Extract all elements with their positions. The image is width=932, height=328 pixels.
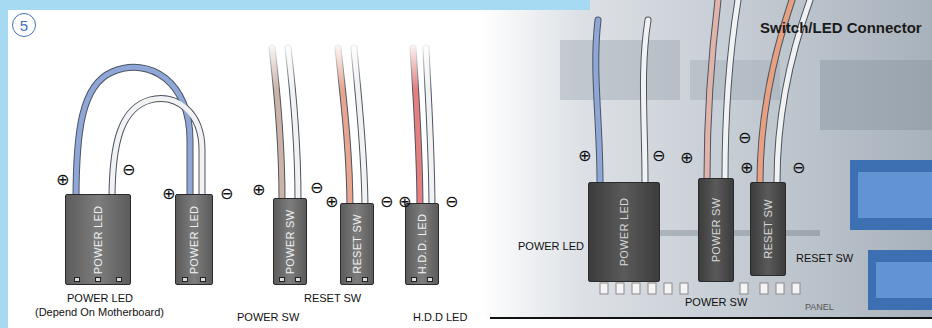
silkscreen-text: PANEL xyxy=(805,302,834,312)
pin-hole xyxy=(427,277,433,282)
part-label: POWER LED xyxy=(518,240,584,253)
pin-hole xyxy=(346,277,352,282)
polarity-symbol: ⊕ xyxy=(398,194,411,210)
polarity-symbol: ⊕ xyxy=(252,182,265,198)
part-label: H.D.D LED xyxy=(413,311,467,324)
board-photo xyxy=(480,0,932,318)
polarity-symbol: ⊖ xyxy=(122,162,135,178)
housing-label: POWER LED xyxy=(188,205,201,274)
baseline xyxy=(490,317,932,319)
part-label: POWER SW xyxy=(685,296,747,309)
pin-hole xyxy=(200,277,206,282)
step-circle: 5 xyxy=(12,13,36,37)
polarity-symbol: ⊖ xyxy=(792,160,805,176)
housing-label: POWER LED xyxy=(618,198,631,267)
connector-housing: POWER LED xyxy=(588,182,660,282)
connector-housing: RESET SW xyxy=(750,182,786,276)
polarity-symbol: ⊕ xyxy=(740,160,753,176)
connector-housing: H.D.D. LED xyxy=(405,203,439,285)
housing-label: POWER SW xyxy=(284,209,297,274)
housing-label: RESET SW xyxy=(762,199,775,259)
housing-label: H.D.D. LED xyxy=(416,214,429,274)
polarity-symbol: ⊖ xyxy=(310,180,323,196)
sata-ports xyxy=(850,160,932,310)
pin-hole xyxy=(295,277,301,282)
header-pins xyxy=(600,283,800,294)
connector-housing: POWER SW xyxy=(273,198,307,285)
frame-bar xyxy=(0,0,590,10)
connector-housing: POWER LED xyxy=(175,194,213,285)
part-label: RESET SW xyxy=(796,252,853,265)
part-label: RESET SW xyxy=(304,292,361,305)
polarity-symbol: ⊖ xyxy=(738,130,751,146)
connector-housing: POWER SW xyxy=(698,178,734,282)
housing-label: POWER LED xyxy=(92,205,105,274)
polarity-symbol: ⊕ xyxy=(680,150,693,166)
polarity-symbol: ⊖ xyxy=(652,148,665,164)
note: (Depend On Motherboard) xyxy=(35,306,164,319)
connector-housing: POWER LED xyxy=(65,194,131,285)
part-label: POWER SW xyxy=(237,311,299,324)
polarity-symbol: ⊖ xyxy=(445,194,458,210)
frame-bar xyxy=(0,0,8,328)
polarity-symbol: ⊕ xyxy=(578,148,591,164)
pin-hole xyxy=(362,277,368,282)
polarity-symbol: ⊕ xyxy=(162,186,175,202)
polarity-symbol: ⊕ xyxy=(56,172,69,188)
connector-housing: RESET SW xyxy=(340,203,374,285)
pin-hole xyxy=(411,277,417,282)
polarity-symbol: ⊕ xyxy=(325,194,338,210)
pin-hole xyxy=(182,277,188,282)
polarity-symbol: ⊖ xyxy=(220,186,233,202)
diagram-title: Switch/LED Connector xyxy=(760,19,922,36)
housing-label: POWER SW xyxy=(710,198,723,263)
polarity-symbol: ⊖ xyxy=(380,194,393,210)
pin-hole xyxy=(279,277,285,282)
housing-label: RESET SW xyxy=(351,214,364,274)
pin-hole xyxy=(116,277,122,282)
pin-hole xyxy=(74,277,80,282)
part-label: POWER LED xyxy=(67,292,133,305)
wire-fade xyxy=(240,40,460,90)
pin-hole xyxy=(95,277,101,282)
callout-number: 5 xyxy=(20,18,28,33)
